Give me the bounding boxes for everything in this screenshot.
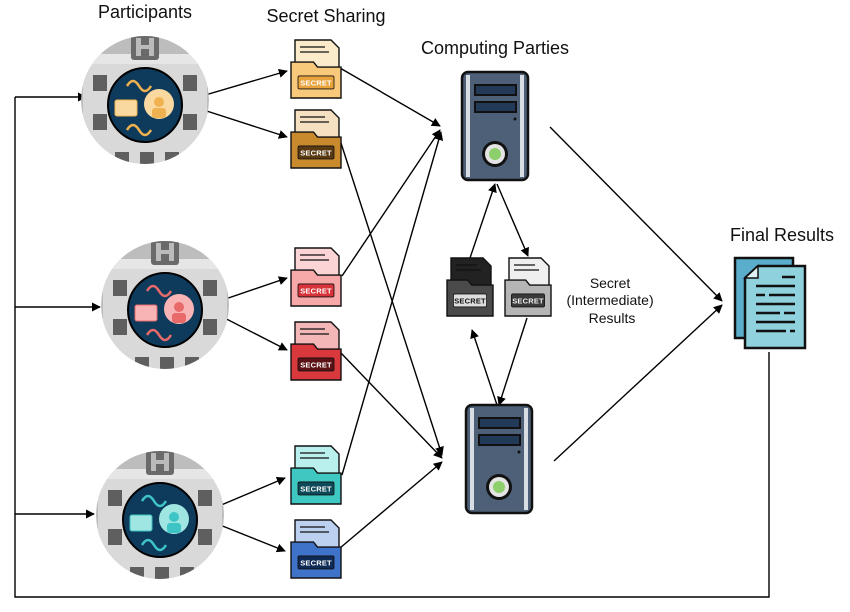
share-folder-3-icon: SECRET [290, 247, 342, 307]
secret-tag-label: SECRET [300, 148, 332, 157]
participant-orange-icon [81, 36, 209, 164]
final-results-document-icon [733, 256, 807, 350]
participants-header: Participants [98, 2, 192, 22]
intermediate-results-label: Secret (Intermediate) Results [566, 275, 657, 326]
intermediate-label-line3: Results [589, 310, 636, 326]
edge-share3-server1 [341, 129, 441, 277]
edge-share1-server1 [339, 67, 441, 127]
secret-sharing-header: Secret Sharing [266, 6, 385, 26]
edge-int1-server1 [469, 183, 497, 259]
intermediate-edges [469, 183, 529, 406]
secret-tag-label: SECRET [454, 296, 486, 305]
computing-party-2-server-icon [464, 403, 534, 515]
share-folder-4-icon: SECRET [290, 321, 342, 381]
secret-tag-label: SECRET [300, 558, 332, 567]
edge-share4-server2 [339, 351, 443, 459]
computing-parties-header: Computing Parties [421, 38, 569, 58]
secret-tag-label: SECRET [300, 78, 332, 87]
final-results-header: Final Results [730, 225, 834, 245]
feedback-loop [14, 92, 770, 598]
computing-party-1-server-icon [460, 70, 530, 182]
share-folder-6-icon: SECRET [290, 519, 342, 579]
edge-server2-final [553, 304, 723, 462]
intermediate-label-line1: Secret [590, 275, 631, 291]
intermediate-share-1-icon: SECRET [446, 257, 494, 317]
participant-teal-icon [96, 451, 224, 579]
edge-server1-final [549, 126, 723, 302]
server-to-final-edges [549, 126, 723, 462]
secret-tag-label: SECRET [300, 484, 332, 493]
intermediate-label-line2: (Intermediate) [566, 292, 653, 308]
edge-share6-server2 [339, 461, 443, 549]
edge-share2-server2 [339, 139, 444, 456]
secret-tag-label: SECRET [300, 286, 332, 295]
share-folder-5-icon: SECRET [290, 445, 342, 505]
edge-server1-int2 [496, 183, 529, 257]
edge-share5-server1 [341, 131, 444, 476]
intermediate-share-2-icon: SECRET [504, 257, 552, 317]
edge-server2-int1 [470, 329, 498, 406]
share-folder-1-icon: SECRET [290, 39, 342, 99]
secret-tag-label: SECRET [512, 296, 544, 305]
feedback-line [14, 97, 770, 598]
share-folder-2-icon: SECRET [290, 109, 342, 169]
edge-int2-server2 [497, 317, 528, 406]
participant-red-icon [101, 241, 229, 369]
share-to-server-edges [339, 67, 444, 549]
secret-tag-label: SECRET [300, 360, 332, 369]
